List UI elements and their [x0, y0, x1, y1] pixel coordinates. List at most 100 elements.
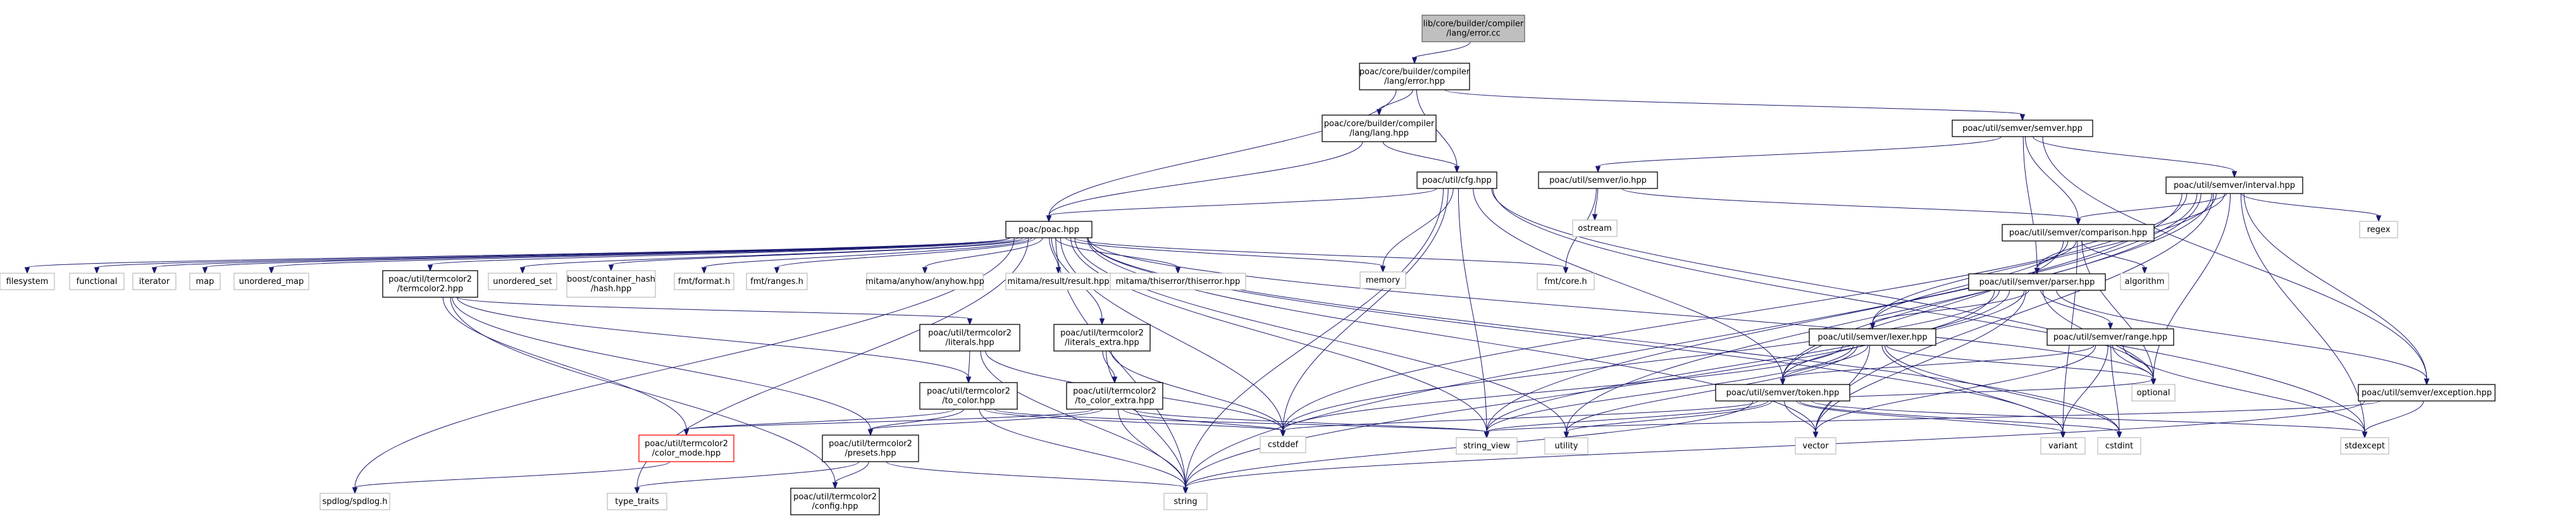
node-unordered-map[interactable]: unordered_map	[233, 273, 309, 290]
node-presets-hpp[interactable]: poac/util/termcolor2/presets.hpp	[822, 434, 919, 462]
node-optional[interactable]: optional	[2131, 384, 2176, 402]
node-poac-hpp[interactable]: poac/poac.hpp	[1005, 221, 1093, 238]
node-spdlog[interactable]: spdlog/spdlog.h	[319, 493, 390, 510]
node-box	[746, 273, 808, 290]
node-box	[189, 273, 221, 290]
edge-semver-hpp-to-io-hpp	[1595, 136, 2002, 173]
node-exception-hpp[interactable]: poac/util/semver/exception.hpp	[2358, 384, 2496, 402]
edge-line	[870, 409, 1103, 430]
node-vector[interactable]: vector	[1795, 437, 1836, 455]
node-io-hpp[interactable]: poac/util/semver/io.hpp	[1538, 171, 1658, 189]
edge-line	[2042, 136, 2427, 379]
node-thiserror[interactable]: mitama/thiserror/thiserror.hpp	[1110, 273, 1246, 290]
node-fmt-core[interactable]: fmt/core.h	[1537, 273, 1595, 290]
edge-arrowhead	[151, 267, 158, 274]
node-label: optional	[2137, 388, 2170, 398]
edge-line	[984, 409, 1284, 431]
node-lexer-hpp[interactable]: poac/util/semver/lexer.hpp	[1809, 328, 1936, 346]
node-label: /config.hpp	[812, 502, 858, 512]
node-regex[interactable]: regex	[2359, 221, 2398, 238]
edge-line	[1594, 188, 1599, 215]
edge-line	[1872, 193, 2217, 324]
node-box	[1809, 328, 1936, 346]
node-result[interactable]: mitama/result/result.hpp	[1005, 273, 1112, 290]
node-box	[866, 273, 984, 290]
edge-arrowhead	[1563, 267, 1569, 274]
node-cfg-hpp[interactable]: poac/util/cfg.hpp	[1416, 171, 1497, 189]
node-string[interactable]: string	[1163, 493, 1208, 510]
node-variant[interactable]: variant	[2040, 437, 2086, 455]
node-error-hpp[interactable]: poac/core/builder/compiler/lang/error.hp…	[1359, 63, 1470, 90]
edge-line	[980, 350, 1186, 488]
edge-line	[1799, 400, 2120, 433]
node-label: vector	[1802, 441, 1829, 451]
edge-poac-hpp-to-fmt-core	[1074, 237, 1569, 274]
node-token-hpp[interactable]: poac/util/semver/token.hpp	[1715, 384, 1850, 402]
node-literals-extra-hpp[interactable]: poac/util/termcolor2/literals_extra.hpp	[1053, 324, 1151, 352]
edge-poac-hpp-to-boost-hash	[608, 237, 1027, 272]
node-iterator[interactable]: iterator	[132, 273, 176, 290]
node-utility[interactable]: utility	[1544, 437, 1588, 455]
edge-line	[2081, 240, 2154, 379]
node-interval-hpp[interactable]: poac/util/semver/interval.hpp	[2165, 176, 2303, 194]
node-lang-hpp[interactable]: poac/core/builder/compiler/lang/lang.hpp	[1322, 114, 1437, 142]
edge-cfg-hpp-to-string	[1182, 188, 1444, 495]
node-label: fmt/ranges.h	[750, 277, 803, 286]
edge-line	[2112, 345, 2154, 379]
node-string-view[interactable]: string_view	[1456, 437, 1518, 455]
edge-line	[1881, 345, 2064, 433]
node-filesystem[interactable]: filesystem	[0, 273, 55, 290]
node-map[interactable]: map	[189, 273, 221, 290]
edge-line	[1414, 41, 1471, 58]
edge-token-hpp-to-vector	[1784, 400, 1819, 439]
node-comparison-hpp[interactable]: poac/util/semver/comparison.hpp	[2002, 224, 2155, 242]
node-to-color-hpp[interactable]: poac/util/termcolor2/to_color.hpp	[919, 382, 1018, 410]
edge-arrowhead	[683, 429, 690, 436]
node-label: /lang/error.cc	[1446, 29, 1501, 39]
node-box	[822, 434, 919, 462]
edge-poac-hpp-to-map	[202, 237, 1010, 274]
node-type-traits[interactable]: type_traits	[607, 493, 667, 510]
node-literals-hpp[interactable]: poac/util/termcolor2/literals.hpp	[919, 324, 1020, 352]
edge-line	[204, 237, 1010, 268]
edge-arrowhead	[1595, 166, 1601, 173]
node-anyhow[interactable]: mitama/anyhow/anyhow.hpp	[865, 273, 984, 290]
node-box	[1968, 273, 2106, 291]
node-label: fmt/format.h	[678, 277, 730, 286]
node-config-hpp[interactable]: poac/util/termcolor2/config.hpp	[790, 488, 880, 515]
node-box	[638, 434, 734, 462]
edge-line	[450, 297, 836, 483]
node-box	[1066, 382, 1163, 410]
node-ostream[interactable]: ostream	[1572, 219, 1618, 237]
edge-line	[924, 237, 1043, 268]
node-fmt-format[interactable]: fmt/format.h	[674, 273, 734, 290]
node-cstdint[interactable]: cstdint	[2097, 437, 2141, 455]
node-parser-hpp[interactable]: poac/util/semver/parser.hpp	[1968, 273, 2106, 291]
node-boost-hash[interactable]: boost/container_hash/hash.hpp	[566, 270, 656, 298]
edge-poac-hpp-to-memory	[1065, 237, 1386, 273]
edge-arrowhead	[2362, 431, 2368, 439]
node-cstddef[interactable]: cstddef	[1260, 436, 1306, 453]
node-memory[interactable]: memory	[1359, 271, 1406, 289]
node-color-mode-hpp[interactable]: poac/util/termcolor2/color_mode.hpp	[638, 434, 734, 462]
node-unordered-set[interactable]: unordered_set	[488, 273, 557, 290]
node-stdexcept[interactable]: stdexcept	[2340, 437, 2389, 455]
edge-line	[457, 297, 969, 378]
edge-arrowhead	[1175, 267, 1181, 274]
node-range-hpp[interactable]: poac/util/semver/range.hpp	[2047, 328, 2174, 346]
node-to-color-extra-hpp[interactable]: poac/util/termcolor2/to_color_extra.hpp	[1066, 382, 1163, 410]
node-label: poac/util/semver/interval.hpp	[2174, 181, 2295, 190]
edge-line	[2081, 240, 2145, 268]
node-box	[1952, 120, 2093, 137]
node-semver-hpp[interactable]: poac/util/semver/semver.hpp	[1952, 120, 2093, 137]
node-fmt-ranges[interactable]: fmt/ranges.h	[746, 273, 808, 290]
edge-cfg-hpp-to-token-hpp	[1473, 188, 1786, 386]
node-functional[interactable]: functional	[69, 273, 125, 290]
node-termcolor2-hpp[interactable]: poac/util/termcolor2/termcolor2.hpp	[382, 270, 478, 298]
edge-interval-hpp-to-stdexcept	[2240, 193, 2368, 439]
node-algorithm[interactable]: algorithm	[2120, 273, 2169, 290]
edge-arrowhead	[2424, 378, 2430, 386]
edge-line	[1566, 193, 2201, 433]
node-root[interactable]: lib/core/builder/compiler/lang/error.cc	[1421, 15, 1525, 42]
